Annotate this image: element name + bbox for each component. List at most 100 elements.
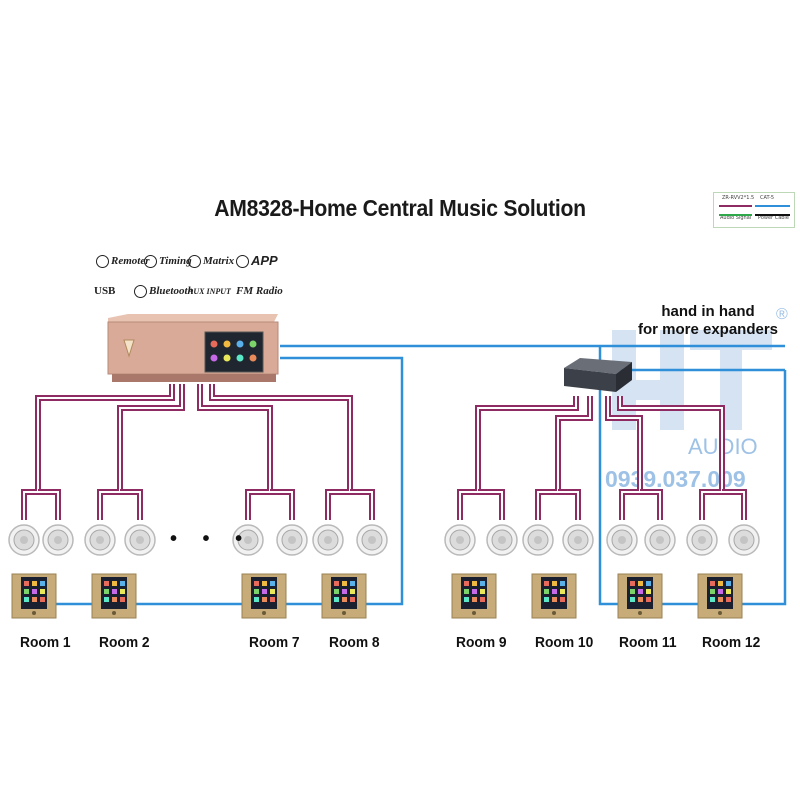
panel-app-icon <box>710 589 715 594</box>
speaker-wire-room11-b <box>640 489 663 520</box>
speaker-center <box>54 536 62 544</box>
control-wire-left-bus <box>30 356 404 606</box>
speaker-wire-room2-a-core <box>99 384 183 520</box>
panel-app-icon <box>726 597 731 602</box>
panel-app-icon <box>544 597 549 602</box>
panel-app-icon <box>342 589 347 594</box>
panel-home-button <box>262 611 266 615</box>
panel-app-icon <box>24 581 29 586</box>
panel-app-icon <box>120 597 125 602</box>
legend-cat: CAT-5 <box>760 195 775 201</box>
speaker-wire-room11-a-core <box>607 396 641 520</box>
room-label-2: Room 2 <box>99 634 150 651</box>
expander-box <box>564 368 616 392</box>
panel-app-icon <box>32 581 37 586</box>
feature-timing: Timing <box>144 255 192 268</box>
panel-app-icon <box>270 597 275 602</box>
speaker-center <box>368 536 376 544</box>
speaker-center <box>698 536 706 544</box>
host-top <box>108 314 278 322</box>
speaker-wire-room10-a <box>535 396 593 520</box>
panel-app-icon <box>40 597 45 602</box>
speaker-center <box>20 536 28 544</box>
speaker-center <box>498 536 506 544</box>
speaker-wire-room7-b <box>270 489 295 520</box>
panel-home-button <box>718 611 722 615</box>
feature-aux: AUX INPUT <box>188 287 231 296</box>
host-screen-app-icon <box>249 354 257 362</box>
speaker-wire-room10-b <box>558 489 581 520</box>
panel-app-icon <box>726 589 731 594</box>
panel-app-icon <box>710 597 715 602</box>
panel-app-icon <box>472 597 477 602</box>
panel-home-button <box>112 611 116 615</box>
panel-app-icon <box>544 581 549 586</box>
panel-app-icon <box>120 581 125 586</box>
panel-app-icon <box>32 589 37 594</box>
host-touchscreen <box>204 331 264 373</box>
panel-app-icon <box>464 589 469 594</box>
panel-app-icon <box>262 597 267 602</box>
panel-app-icon <box>560 597 565 602</box>
host-screen-app-icon <box>236 340 244 348</box>
panel-app-icon <box>112 597 117 602</box>
speaker-center <box>740 536 748 544</box>
panel-app-icon <box>254 589 259 594</box>
panel-app-icon <box>718 597 723 602</box>
panel-app-icon <box>24 589 29 594</box>
panel-app-icon <box>120 589 125 594</box>
expander-note: hand in hand for more expanders <box>637 303 779 338</box>
legend-audio: Audio Signal <box>720 215 752 221</box>
host-screen-app-icon <box>223 354 231 362</box>
speaker-wire-room9-b <box>478 489 505 520</box>
room-label-1: Room 1 <box>20 634 71 651</box>
speaker-wire-room10-a-core <box>537 396 591 520</box>
watermark-logo-t <box>690 330 772 430</box>
speaker-wire-room2-b <box>120 489 143 520</box>
bluetooth-icon <box>134 285 147 298</box>
panel-app-icon <box>480 581 485 586</box>
panel-app-icon <box>552 597 557 602</box>
feature-remoter: Remoter <box>96 255 150 268</box>
panel-app-icon <box>334 581 339 586</box>
panel-app-icon <box>552 581 557 586</box>
speaker-center <box>618 536 626 544</box>
panel-app-icon <box>638 597 643 602</box>
panel-app-icon <box>104 581 109 586</box>
panel-app-icon <box>718 589 723 594</box>
panel-app-icon <box>638 581 643 586</box>
host-screen-app-icon <box>210 354 218 362</box>
host-screen-app-icon <box>223 340 231 348</box>
panel-app-icon <box>24 597 29 602</box>
speaker-wire-room1-a-core <box>23 384 173 520</box>
speaker-wire-room7-b-core <box>270 491 293 520</box>
panel-app-icon <box>560 581 565 586</box>
panel-app-icon <box>262 589 267 594</box>
speaker-center <box>656 536 664 544</box>
speaker-wire-room11-b-core <box>640 491 661 520</box>
room-label-7: Room 7 <box>249 634 300 651</box>
panel-app-icon <box>472 581 477 586</box>
panel-app-icon <box>334 589 339 594</box>
diagram-title: AM8328-Home Central Music Solution <box>214 195 586 221</box>
legend-zr: ZR-RVV2*1.5 <box>722 195 755 201</box>
panel-app-icon <box>646 581 651 586</box>
legend-power: Power Cable <box>758 215 789 221</box>
panel-app-icon <box>254 581 259 586</box>
host-screen-app-icon <box>249 340 257 348</box>
app-icon <box>236 255 249 269</box>
host-screen-app-icon <box>210 340 218 348</box>
expander-top <box>564 358 632 374</box>
panel-app-icon <box>40 589 45 594</box>
cable-legend: ZR-RVV2*1.5 CAT-5 Audio Signal Power Cab… <box>713 192 795 228</box>
panel-home-button <box>342 611 346 615</box>
panel-app-icon <box>480 589 485 594</box>
panel-home-button <box>638 611 642 615</box>
panel-app-icon <box>464 597 469 602</box>
speaker-wire-room10-b-core <box>558 491 579 520</box>
host-screen-app-icon <box>236 354 244 362</box>
speaker-wire-room7-a <box>197 384 273 520</box>
panel-app-icon <box>270 589 275 594</box>
panel-app-icon <box>560 589 565 594</box>
remote-icon <box>96 255 109 268</box>
